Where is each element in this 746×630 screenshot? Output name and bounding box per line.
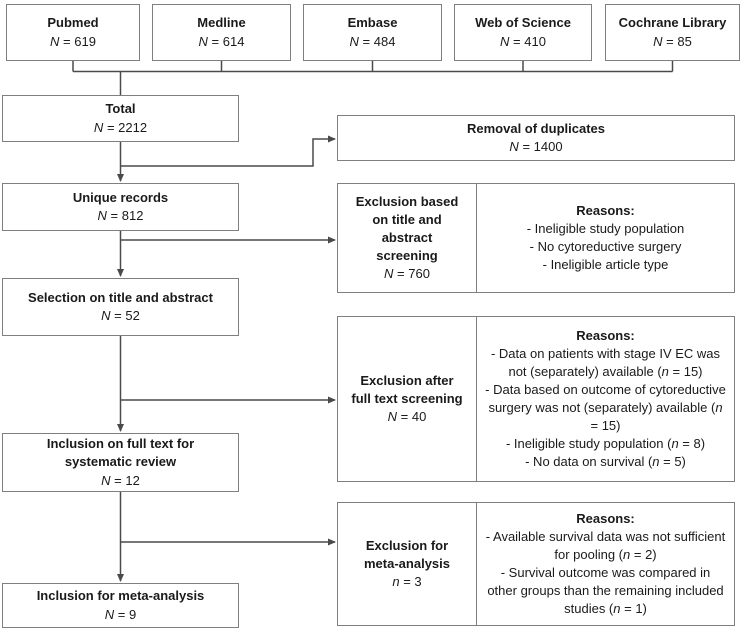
source-box-pubmed: Pubmed N= 619	[6, 4, 140, 61]
exclusion-box-full-text: Exclusion after full text screening N= 4…	[337, 316, 735, 482]
exclusion-reasons-compartment: Reasons: - Available survival data was n…	[477, 503, 734, 625]
count-symbol: N	[104, 606, 115, 622]
exclusion-reasons-compartment: Reasons: - Data on patients with stage I…	[477, 317, 734, 481]
box-title: Embase	[347, 15, 398, 31]
box-title: Cochrane Library	[618, 15, 727, 31]
reasons-title: Reasons:	[576, 328, 635, 344]
count-value: = 40	[400, 409, 427, 425]
exclusion-reasons-compartment: Reasons: - Ineligible study population- …	[477, 184, 734, 292]
reason-line: - No data on survival (n = 5)	[525, 453, 686, 469]
exclusion-label-compartment: Exclusion based on title and abstract sc…	[338, 184, 477, 292]
box-count: N= 760	[384, 265, 430, 283]
box-count: N= 85	[653, 33, 692, 51]
box-title: Selection on title and abstract	[28, 289, 213, 305]
box-title: Inclusion for meta-analysis	[36, 588, 205, 604]
reason-line: - Available survival data was not suffic…	[485, 529, 726, 563]
box-title: Total	[105, 101, 136, 117]
count-value: = 812	[110, 208, 144, 223]
count-value: = 3	[403, 574, 422, 590]
exclusion-box-meta-analysis: Exclusion for meta-analysis n= 3 Reasons…	[337, 502, 735, 626]
count-symbol: N	[653, 33, 663, 49]
count-symbol: N	[198, 33, 208, 49]
count-value: = 760	[397, 266, 430, 282]
count-symbol: N	[93, 119, 104, 135]
box-count: N= 484	[350, 33, 396, 51]
count-symbol: n	[392, 574, 400, 590]
reason-line: - Ineligible study population (n = 8)	[505, 436, 706, 451]
box-title: Medline	[197, 15, 246, 31]
box-count: n= 3	[392, 573, 421, 591]
box-title: Exclusion for meta-analysis	[364, 537, 450, 571]
exclusion-box-title-abstract: Exclusion based on title and abstract sc…	[337, 183, 735, 293]
flow-box-total: Total N= 2212	[2, 95, 239, 142]
count-symbol: N	[500, 33, 510, 49]
count-value: = 85	[666, 33, 692, 49]
box-title: Removal of duplicates	[467, 120, 605, 136]
source-box-medline: Medline N= 614	[152, 4, 291, 61]
box-title: Inclusion on full text for systematic re…	[46, 436, 195, 470]
count-value: = 619	[63, 33, 96, 49]
reasons-list: - Available survival data was not suffic…	[485, 528, 726, 618]
flow-box-selection-title-abstract: Selection on title and abstract N= 52	[2, 278, 239, 336]
source-box-embase: Embase N= 484	[303, 4, 442, 61]
reason-line: - Data based on outcome of cytoreductive…	[485, 382, 726, 434]
count-symbol: N	[97, 208, 107, 223]
reason-line: - Data on patients with stage IV EC was …	[490, 346, 721, 380]
flow-box-inclusion-full-text: Inclusion on full text for systematic re…	[2, 433, 239, 492]
count-symbol: N	[387, 409, 398, 425]
count-symbol: N	[101, 308, 111, 323]
exclusion-label-compartment: Exclusion after full text screening N= 4…	[338, 317, 477, 481]
reason-line: - Survival outcome was compared in other…	[487, 565, 724, 616]
reasons-list: - Data on patients with stage IV EC was …	[485, 345, 726, 471]
count-value: = 52	[114, 308, 140, 323]
box-title: Pubmed	[47, 15, 99, 31]
box-count: N= 410	[500, 33, 546, 51]
connector-total-to-duplicates	[120, 135, 336, 167]
count-value: = 12	[114, 472, 140, 488]
count-symbol: N	[509, 139, 519, 154]
box-title: Unique records	[72, 189, 169, 205]
box-title: Exclusion based on title and abstract sc…	[355, 193, 459, 264]
box-count: N= 619	[50, 33, 96, 51]
box-count: N= 812	[98, 207, 144, 225]
reason-line: - Ineligible study population	[526, 221, 685, 237]
box-count: N= 1400	[509, 138, 562, 156]
source-box-cochrane-library: Cochrane Library N= 85	[605, 4, 740, 61]
box-count: N= 40	[388, 408, 427, 426]
count-value: = 484	[362, 33, 396, 49]
count-value: = 614	[211, 33, 245, 49]
count-value: = 9	[117, 606, 137, 622]
count-symbol: N	[349, 33, 359, 49]
reasons-title: Reasons:	[576, 203, 635, 218]
exclusion-label-compartment: Exclusion for meta-analysis n= 3	[338, 503, 477, 625]
count-value: = 410	[513, 33, 546, 49]
reasons-list: - Ineligible study population - No cytore…	[527, 220, 685, 274]
box-count: N= 614	[199, 33, 245, 51]
box-title: Web of Science	[475, 15, 571, 31]
flow-box-inclusion-meta-analysis: Inclusion for meta-analysis N= 9	[2, 583, 239, 628]
count-symbol: N	[384, 266, 394, 282]
source-box-web-of-science: Web of Science N= 410	[454, 4, 592, 61]
box-count: N= 9	[105, 606, 136, 624]
count-symbol: N	[50, 33, 60, 49]
reason-line: - No cytoreductive surgery	[529, 239, 682, 255]
reasons-title: Reasons:	[576, 511, 635, 527]
flow-box-removal-of-duplicates: Removal of duplicates N= 1400	[337, 115, 735, 161]
flow-box-unique-records: Unique records N= 812	[2, 183, 239, 231]
box-count: N= 12	[101, 472, 140, 490]
box-title: Exclusion after full text screening	[351, 372, 463, 406]
count-value: = 2212	[106, 119, 148, 135]
count-value: = 1400	[522, 139, 563, 154]
reason-line: - Ineligible article type	[542, 257, 669, 273]
box-count: N= 2212	[94, 119, 147, 137]
box-count: N= 52	[101, 307, 140, 325]
count-symbol: N	[101, 472, 111, 488]
